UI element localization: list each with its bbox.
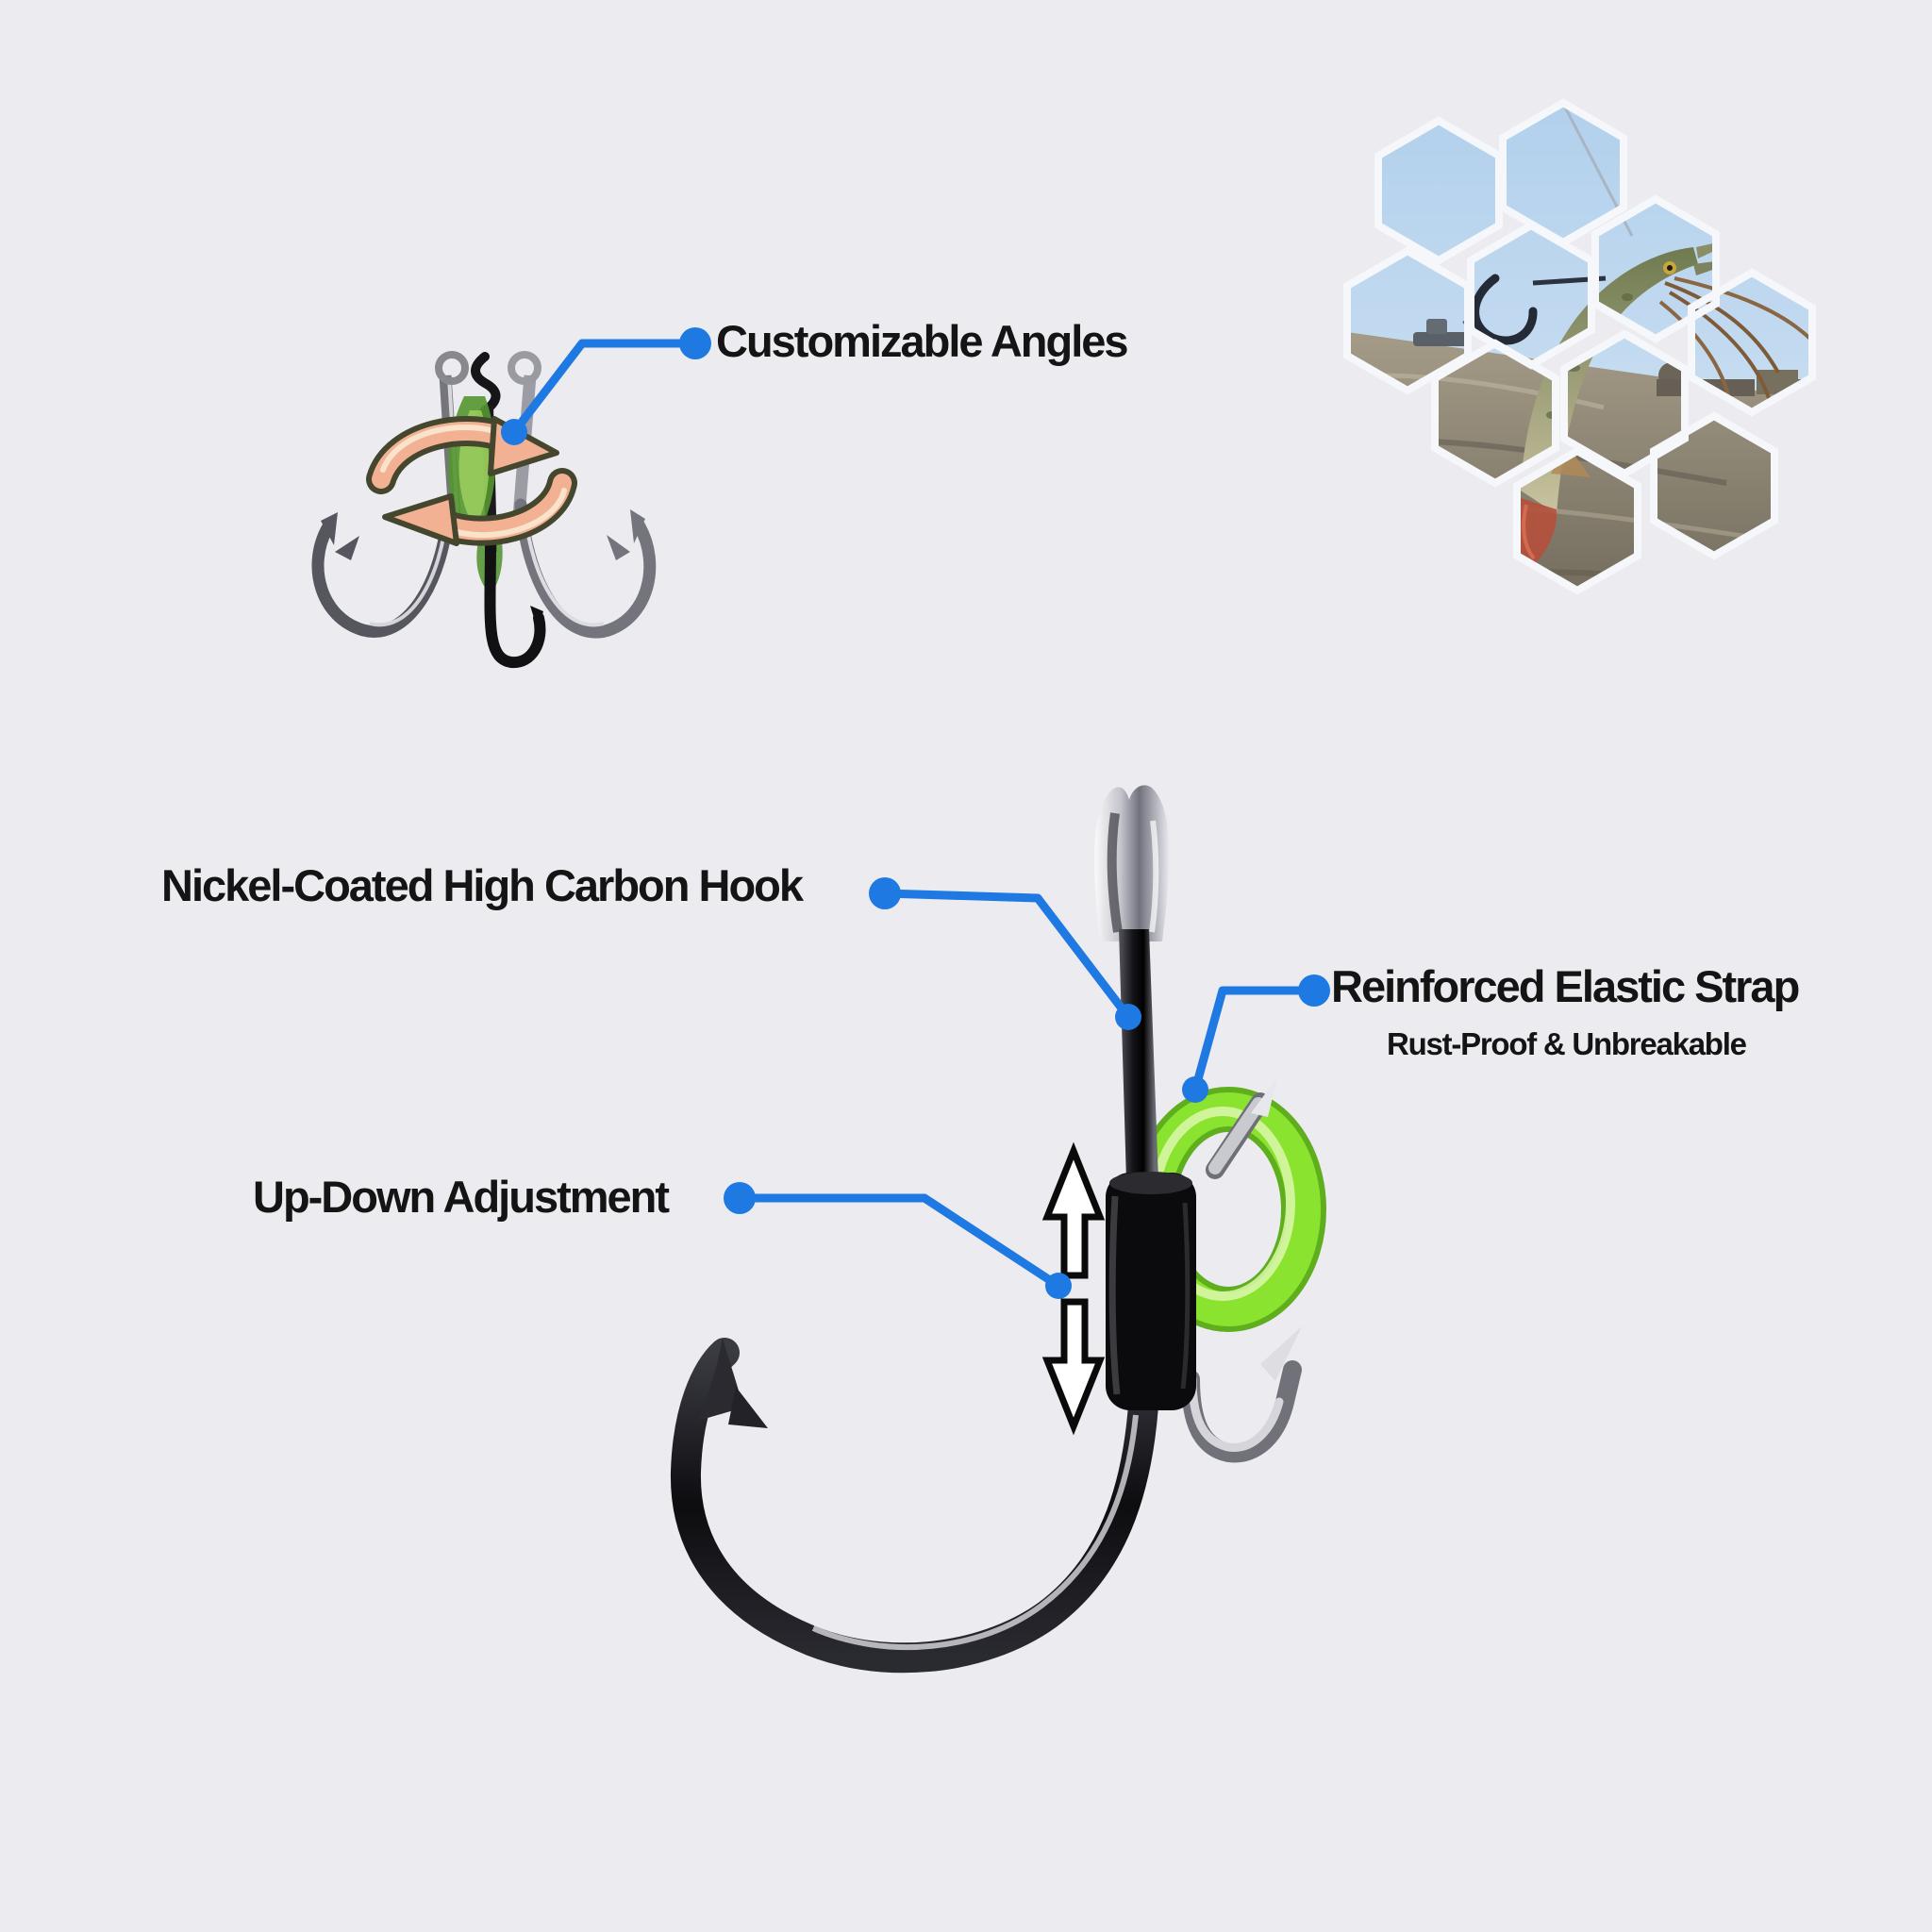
callout-line-up-down: [735, 1193, 1063, 1291]
treble-bend-center: [484, 537, 546, 669]
hook-eye-right: [508, 351, 541, 385]
label-elastic-strap-subtitle: Rust-Proof & Unbreakable: [1387, 1026, 1747, 1061]
callout-line-customizable-angles: [509, 339, 700, 437]
rotation-arrow-bottom: [382, 468, 577, 546]
callout-dot-nickel-label: [869, 877, 901, 909]
callout-dot-updown-label: [724, 1182, 756, 1214]
callout-dot-nickel-target: [1115, 1004, 1141, 1030]
small-hook-point: [1206, 1077, 1277, 1179]
callout-dots: [501, 327, 1330, 1299]
hook-shank: [1119, 929, 1158, 1181]
hook-eye-left: [435, 351, 469, 385]
callout-dot-customizable-target: [501, 419, 527, 445]
label-elastic-strap: Reinforced Elastic Strap: [1331, 961, 1800, 1011]
hook-barb: [728, 1387, 768, 1428]
callout-dot-updown-target: [1045, 1273, 1072, 1299]
adjustment-sleeve: [1106, 1172, 1196, 1410]
label-customizable-angles: Customizable Angles: [716, 316, 1129, 366]
down-arrow-icon: [1041, 1298, 1106, 1436]
hex-grid-lines: [1343, 98, 1816, 595]
callout-line-nickel-hook: [880, 889, 1133, 1022]
small-hook-bend: [1181, 1326, 1302, 1463]
hook-main-bend: [670, 1338, 1158, 1674]
hex-collage: [1343, 98, 1816, 595]
callout-dot-customizable-label: [679, 327, 711, 359]
label-nickel-hook: Nickel-Coated High Carbon Hook: [161, 860, 804, 910]
main-hook-photo: [670, 785, 1326, 1674]
callout-dot-strap-target: [1182, 1076, 1208, 1103]
treble-hook-illustration: [311, 351, 657, 669]
up-arrow-icon: [1041, 1141, 1106, 1279]
callout-line-elastic-strap: [1191, 986, 1319, 1094]
callout-lines: [509, 339, 1319, 1291]
callout-dot-strap-label: [1298, 974, 1330, 1007]
label-up-down-adjustment: Up-Down Adjustment: [253, 1172, 670, 1222]
